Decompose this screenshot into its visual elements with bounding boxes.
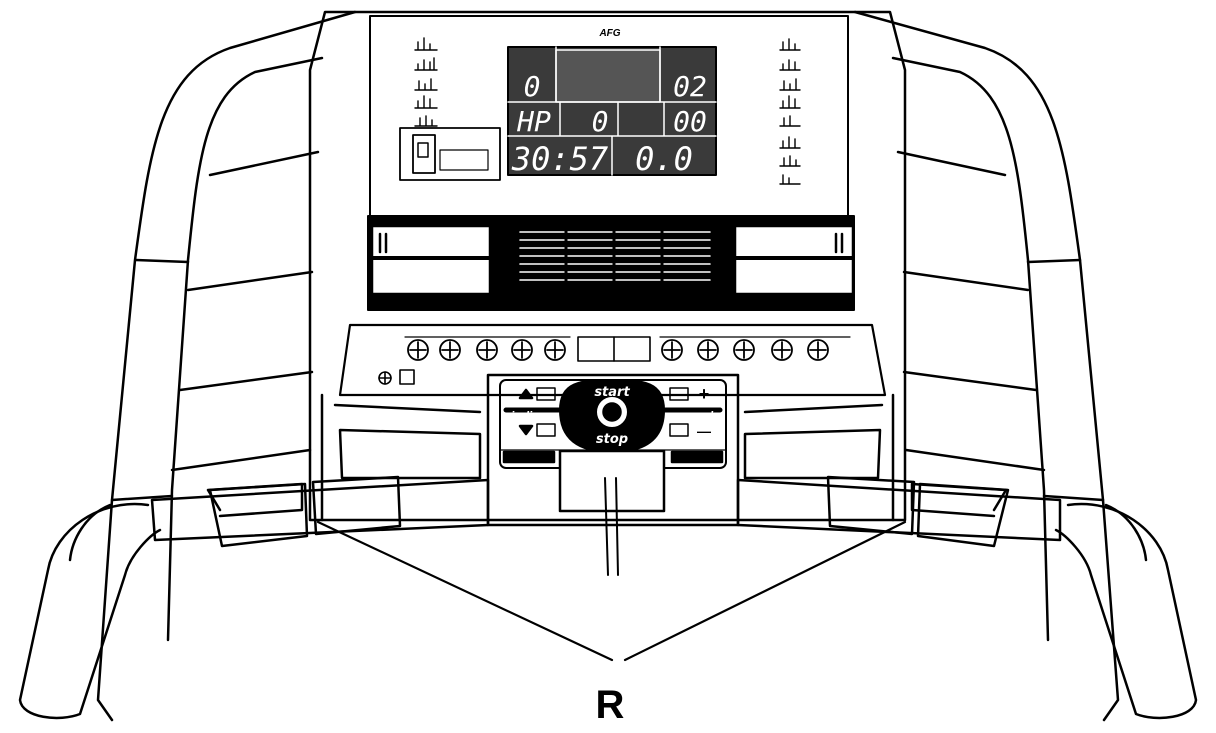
plus-icon: +: [699, 384, 710, 404]
incline-quick-keys[interactable]: [407, 339, 566, 361]
minus-icon: —: [697, 423, 711, 439]
left-inset-panel: [399, 127, 501, 181]
program-mode-keys[interactable]: [577, 336, 651, 362]
right-cup-holder: [733, 224, 855, 296]
speed-quick-keys[interactable]: [661, 339, 829, 361]
lower-console-cladding: [320, 393, 895, 522]
callout-label-r: R: [596, 683, 625, 727]
speed-up-button[interactable]: [669, 387, 689, 401]
stop-label: stop: [596, 432, 628, 447]
incline-up-button[interactable]: [518, 387, 556, 401]
left-grip: [18, 502, 162, 720]
safety-key-clip[interactable]: [558, 449, 666, 513]
right-program-icons: [779, 38, 801, 185]
lcd-center-left-readout: HP: [516, 105, 551, 138]
fan-button[interactable]: [378, 369, 415, 385]
callout-leader-lines: [316, 520, 907, 662]
lcd-display: [507, 46, 717, 176]
right-grip: [1054, 502, 1198, 720]
safety-cord: [604, 477, 619, 576]
incline-label: incline: [511, 411, 545, 421]
lcd-distance-readout: 0.0: [635, 140, 693, 178]
incline-down-button[interactable]: [518, 423, 556, 437]
left-cup-holder: [370, 224, 492, 296]
lcd-time-readout: 30:57: [511, 140, 608, 178]
lcd-program-readout: 02: [673, 70, 707, 103]
left-pulse-sensors[interactable]: [208, 475, 402, 548]
lcd-center-right-readout: 00: [673, 105, 707, 138]
lcd-lap-readout: 0: [524, 70, 541, 103]
speed-label: speed: [683, 411, 714, 421]
quick-key-strip: [338, 323, 887, 397]
lcd-center-mid-readout: 0: [592, 105, 609, 138]
brand-logo: AFG: [598, 28, 620, 39]
start-label: start: [594, 385, 630, 400]
left-program-icons: [414, 37, 438, 127]
speed-down-button[interactable]: [669, 423, 689, 437]
speaker-grille: [519, 224, 711, 286]
right-pulse-sensors[interactable]: [826, 475, 1010, 548]
left-upright-arm: [96, 10, 357, 722]
console-housing: [308, 10, 907, 522]
right-upright-arm: [853, 10, 1120, 722]
